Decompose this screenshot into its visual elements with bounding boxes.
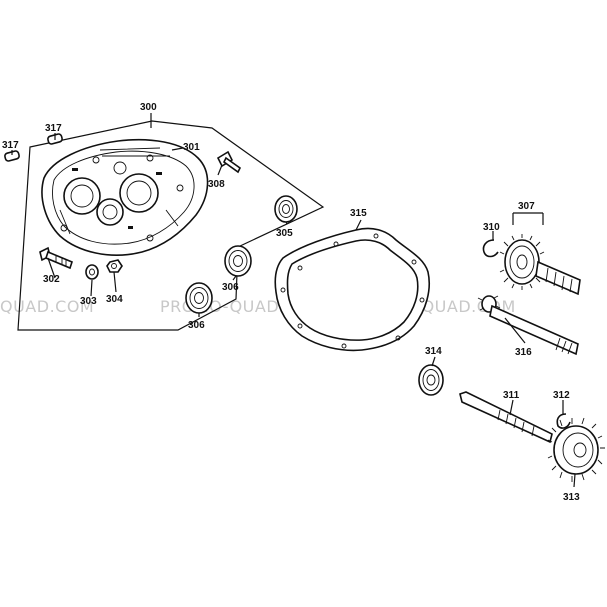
bolt-308	[216, 150, 242, 174]
label-313: 313	[563, 492, 580, 503]
watermark-left: QUAD.COM	[0, 297, 94, 316]
label-314: 314	[425, 346, 442, 357]
label-311: 311	[503, 390, 520, 401]
label-302: 302	[43, 274, 60, 285]
label-307: 307	[518, 201, 535, 212]
bearing-306-upper	[224, 245, 252, 277]
shaft-311	[459, 391, 553, 444]
transmission-cover	[41, 138, 209, 256]
bearing-306-lower	[185, 282, 213, 314]
circlip-310	[482, 239, 499, 258]
dowel-pin-317-left	[4, 150, 20, 162]
label-301: 301	[183, 142, 200, 153]
gear-307	[499, 234, 581, 296]
label-306-lower: 306	[188, 320, 205, 331]
label-317-left: 317	[2, 140, 19, 151]
washer-303	[85, 264, 99, 280]
label-315: 315	[350, 208, 367, 219]
bearing-305	[274, 195, 298, 223]
label-308: 308	[208, 179, 225, 190]
label-306-upper: 306	[222, 282, 239, 293]
label-317-top: 317	[45, 123, 62, 134]
stud-302	[39, 246, 73, 270]
label-312: 312	[553, 390, 570, 401]
nut-304	[106, 259, 123, 273]
bearing-314	[418, 364, 444, 396]
gear-313	[547, 417, 605, 482]
leader-lines	[11, 113, 576, 488]
label-310: 310	[483, 222, 500, 233]
label-305: 305	[276, 228, 293, 239]
circlip-312	[556, 413, 571, 429]
label-303: 303	[80, 296, 97, 307]
gasket-315	[274, 227, 430, 352]
label-316: 316	[515, 347, 532, 358]
shaft-316	[477, 295, 579, 356]
label-300: 300	[140, 102, 157, 113]
label-304: 304	[106, 294, 123, 305]
